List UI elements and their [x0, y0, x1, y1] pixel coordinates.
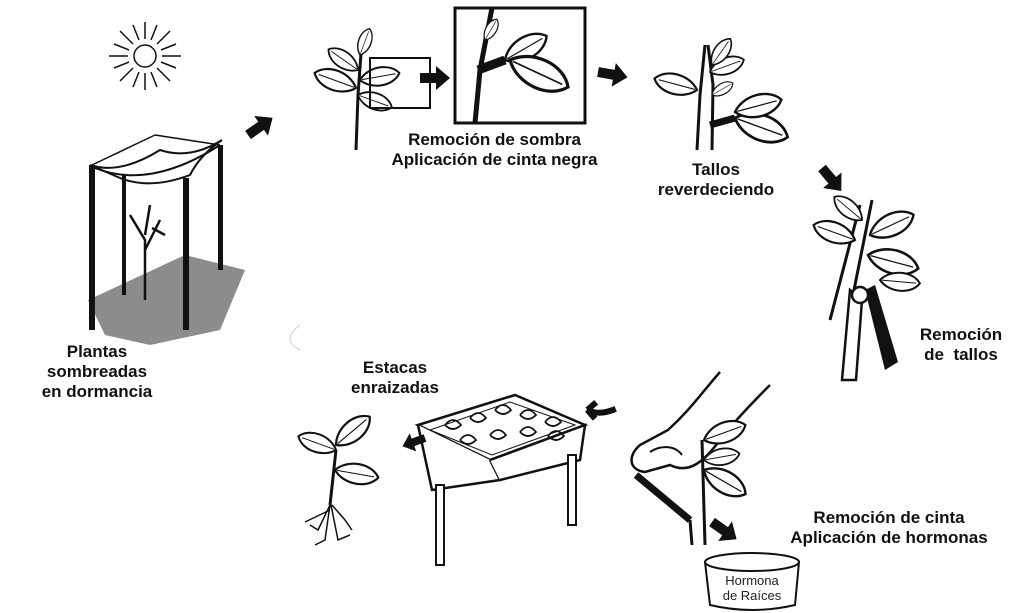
arrow-icon [595, 60, 630, 90]
label-line: Estacas [362, 358, 428, 377]
label-plantas-sombreadas: Plantas sombreadas en dormancia [22, 342, 172, 402]
label-line: Tallos [692, 160, 740, 179]
label-line: de tallos [924, 345, 998, 364]
plant-icon [650, 33, 794, 151]
arrow-icon [241, 107, 280, 145]
sun-icon [109, 22, 181, 90]
arrow-icon [420, 66, 450, 90]
label-remocion-sombra: Remoción de sombra Aplicación de cinta n… [362, 130, 627, 170]
label-line: Aplicación de hormonas [790, 528, 988, 547]
plant-icon [453, 6, 587, 125]
label-line: sombreadas [46, 362, 148, 381]
label-line: de Raíces [722, 588, 782, 603]
label-line: reverdeciendo [657, 180, 775, 199]
label-line: Aplicación de cinta negra [391, 150, 598, 169]
label-remocion-tallos: Remoción de tallos [905, 325, 1017, 365]
table-icon [414, 393, 589, 566]
label-line: enraizadas [351, 378, 439, 397]
hormone-pot [704, 552, 800, 611]
label-hormona-pot: Hormona de Raíces [705, 573, 799, 603]
label-line: Remoción [919, 325, 1003, 344]
label-line: en dormancia [41, 382, 153, 401]
arrow-icon [585, 399, 617, 421]
plant-icon [294, 408, 382, 546]
label-remocion-cinta: Remoción de cinta Aplicación de hormonas [760, 508, 1018, 548]
pruning-shears-icon [809, 189, 923, 382]
label-estacas-enraizadas: Estacas enraizadas [330, 358, 460, 398]
label-tallos-reverdeciendo: Tallos reverdeciendo [636, 160, 796, 200]
label-line: Hormona [725, 573, 779, 588]
arrow-icon [705, 512, 744, 550]
label-line: Remoción de cinta [813, 508, 965, 527]
arrow-icon [812, 160, 851, 199]
hand-icon [630, 371, 771, 546]
cycle-path [289, 324, 301, 351]
shade-house-illustration [88, 134, 245, 345]
label-line: Remoción de sombra [408, 130, 581, 149]
label-line: Plantas [66, 342, 128, 361]
